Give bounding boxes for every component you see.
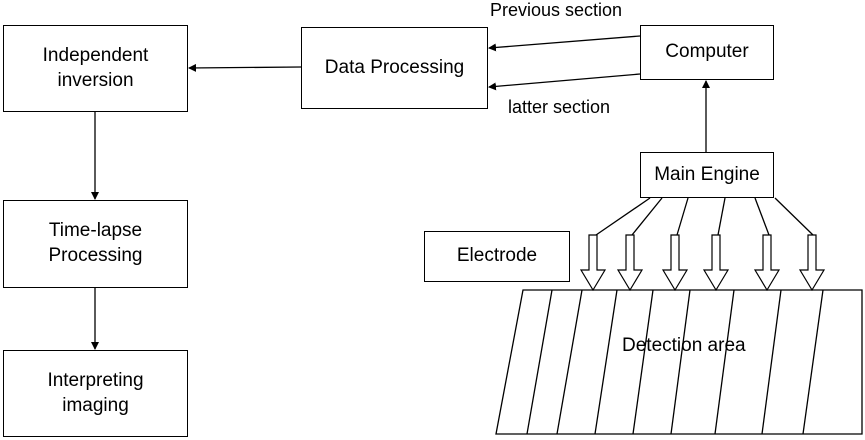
electrode-arrow bbox=[702, 234, 730, 292]
independent-inversion-label-line2: inversion bbox=[57, 69, 134, 91]
electrode-box: Electrode bbox=[424, 231, 570, 282]
latter-section-label: latter section bbox=[508, 97, 611, 117]
detection-area bbox=[495, 289, 863, 435]
interpreting-label-line2: imaging bbox=[62, 394, 129, 416]
data-processing-box: Data Processing bbox=[301, 27, 488, 109]
main-engine-box: Main Engine bbox=[640, 152, 774, 198]
arrow-dataprocessing-to-inversion bbox=[188, 63, 302, 72]
electrode-arrows bbox=[579, 234, 826, 292]
electrode-label: Electrode bbox=[456, 245, 538, 267]
arrow-latter-section bbox=[488, 73, 641, 91]
time-lapse-label-line2: Processing bbox=[48, 245, 143, 266]
detection-area-label: Detection area bbox=[622, 335, 746, 356]
interpreting-imaging-box: Interpreting imaging bbox=[3, 350, 188, 437]
independent-inversion-box: Independent inversion bbox=[3, 25, 188, 112]
independent-inversion-label-line1: Independent bbox=[42, 44, 149, 66]
electrode-arrow bbox=[753, 234, 781, 292]
electrode-arrow bbox=[661, 234, 689, 292]
cables bbox=[595, 197, 814, 236]
arrow-previous-section bbox=[488, 35, 641, 52]
time-lapse-label-line1: Time-lapse bbox=[48, 220, 143, 242]
computer-box: Computer bbox=[640, 25, 774, 80]
electrode-arrow bbox=[798, 234, 826, 292]
time-lapse-box: Time-lapse Processing bbox=[3, 200, 188, 288]
previous-section-label: Previous section bbox=[490, 0, 623, 20]
main-engine-label: Main Engine bbox=[654, 163, 760, 185]
electrode-arrow bbox=[579, 234, 607, 292]
interpreting-label-line1: Interpreting bbox=[47, 369, 144, 391]
electrode-arrow bbox=[616, 234, 644, 292]
data-processing-label: Data Processing bbox=[324, 56, 465, 78]
computer-label: Computer bbox=[665, 41, 749, 63]
